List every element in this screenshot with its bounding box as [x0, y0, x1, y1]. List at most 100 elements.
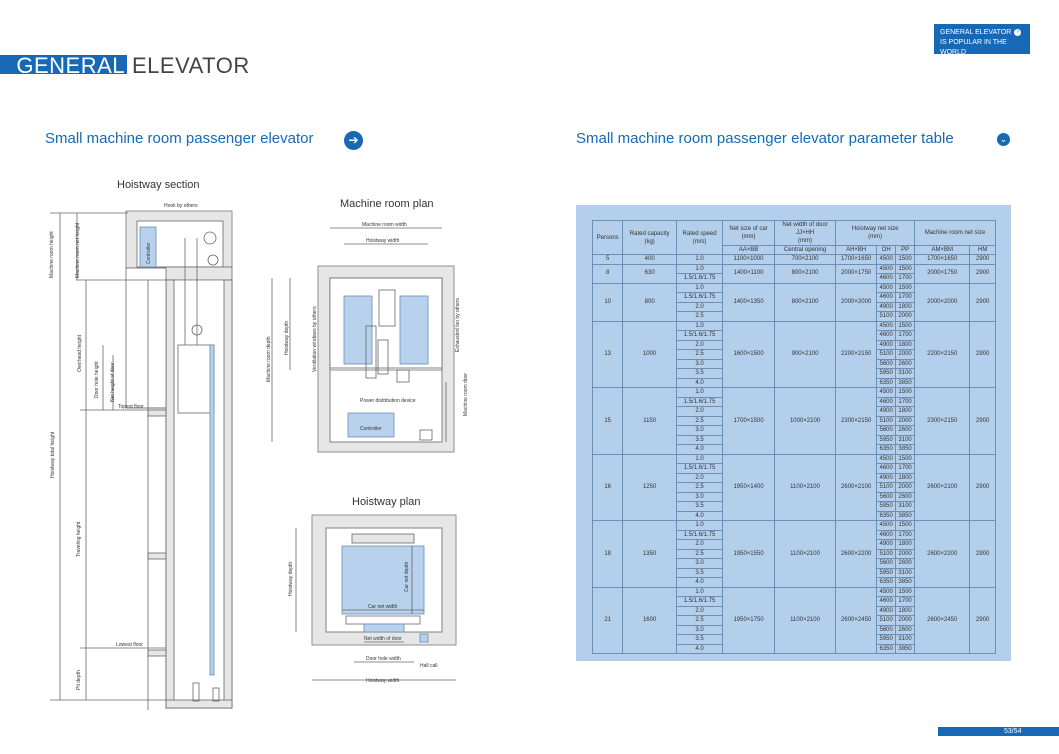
cell-speed: 3.0 [675, 624, 724, 635]
cell-speed: 3.5 [675, 501, 724, 512]
cell-pp: 1500 [895, 282, 916, 293]
cell-oh: 4600 [876, 596, 897, 607]
cell-machine-room-size: 2200×2150 [914, 320, 971, 388]
cell-car-size: 1950×1550 [722, 520, 775, 588]
cell-oh: 5950 [876, 634, 897, 645]
cell-oh: 4600 [876, 463, 897, 474]
label-lowest-floor: Lowest floor [116, 642, 143, 648]
cell-pp: 3100 [895, 501, 916, 512]
col-pp: PP [895, 245, 916, 255]
cell-oh: 5100 [876, 311, 897, 322]
cell-oh: 4500 [876, 254, 897, 265]
cell-speed: 4.0 [675, 377, 724, 388]
cell-hm: 2900 [969, 586, 996, 654]
col-rated-speed: Rated speed(m/s) [675, 220, 724, 255]
cell-pp: 3850 [895, 377, 916, 388]
page-title: ELEVATOR [132, 53, 250, 78]
left-section-heading: Small machine room passenger elevator [45, 130, 314, 147]
cell-pp: 3100 [895, 368, 916, 379]
arrow-right-icon: › [1014, 28, 1022, 36]
cell-pp: 2000 [895, 349, 916, 360]
cell-speed: 2.5 [675, 349, 724, 360]
cell-oh: 4600 [876, 292, 897, 303]
label-hoistway-depth-mr: Hoistway depth [284, 321, 290, 355]
cell-hoistway-size: 2200×2150 [835, 320, 878, 388]
cell-oh: 4900 [876, 339, 897, 350]
cell-oh: 4600 [876, 529, 897, 540]
col-ahxbh: AH×BH [835, 245, 878, 255]
col-machine-room-net: Machine room net size [914, 220, 996, 246]
cell-hoistway-size: 2600×2450 [835, 586, 878, 654]
cell-oh: 5950 [876, 567, 897, 578]
cell-pp: 3850 [895, 577, 916, 588]
cell-oh: 5100 [876, 548, 897, 559]
label-traveling-height: Traveling height [76, 521, 82, 557]
cell-capacity: 1150 [622, 387, 677, 455]
cell-speed: 4.0 [675, 643, 724, 654]
cell-hm: 2900 [969, 254, 996, 265]
cell-capacity: 400 [622, 254, 677, 265]
col-net-size-car: Net size of car(mm) [722, 220, 775, 246]
cell-pp: 3100 [895, 567, 916, 578]
cell-oh: 5950 [876, 368, 897, 379]
cell-speed: 4.0 [675, 444, 724, 455]
cell-pp: 1700 [895, 330, 916, 341]
cell-oh: 4900 [876, 301, 897, 312]
cell-oh: 4500 [876, 387, 897, 398]
page-number-bar [938, 727, 1059, 736]
cell-pp: 3850 [895, 510, 916, 521]
cell-machine-room-size: 2000×2000 [914, 282, 971, 322]
cell-pp: 1500 [895, 586, 916, 597]
cell-pp: 2600 [895, 491, 916, 502]
cell-speed: 1.0 [675, 320, 724, 331]
cell-speed: 1.0 [675, 520, 724, 531]
cell-oh: 6350 [876, 510, 897, 521]
cell-oh: 4500 [876, 453, 897, 464]
cell-car-size: 1600×1500 [722, 320, 775, 388]
cell-speed: 2.0 [675, 472, 724, 483]
label-machine-room-depth: Machine room depth [266, 336, 272, 382]
cell-hm: 2900 [969, 320, 996, 388]
col-rated-capacity: Rated capacity(kg) [622, 220, 677, 255]
page-number: 53/54 [1004, 728, 1022, 735]
cell-pp: 1700 [895, 529, 916, 540]
label-hoistway-width-plan: Hoistway width [366, 678, 400, 684]
label-hoistway-width-top: Hoistway width [366, 238, 400, 244]
cell-door-size: 700×2100 [773, 254, 837, 265]
cell-speed: 2.5 [675, 615, 724, 626]
cell-door-size: 800×2100 [773, 263, 837, 284]
cell-pp: 1800 [895, 605, 916, 616]
cell-hoistway-size: 2000×2000 [835, 282, 878, 322]
title-highlight: GENERAL [16, 53, 125, 78]
label-car-net-depth: Car net depth [404, 561, 410, 592]
cell-pp: 2000 [895, 615, 916, 626]
cell-speed: 3.5 [675, 368, 724, 379]
cell-speed: 1.0 [675, 254, 724, 265]
cell-hm: 2900 [969, 520, 996, 588]
cell-car-size: 1950×1750 [722, 586, 775, 654]
cell-hm: 2900 [969, 282, 996, 322]
cell-pp: 1800 [895, 339, 916, 350]
cell-oh: 6350 [876, 444, 897, 455]
cell-persons: 13 [591, 320, 624, 388]
cell-oh: 5950 [876, 434, 897, 445]
cell-pp: 1500 [895, 320, 916, 331]
col-central-opening: Central opening [773, 245, 837, 255]
cell-machine-room-size: 2600×2450 [914, 586, 971, 654]
cell-pp: 1700 [895, 396, 916, 407]
cell-speed: 2.0 [675, 605, 724, 616]
label-pit-depth: Pit depth [76, 670, 82, 690]
cell-oh: 4500 [876, 282, 897, 293]
cell-speed: 3.0 [675, 358, 724, 369]
cell-pp: 1500 [895, 254, 916, 265]
cell-speed: 1.0 [675, 453, 724, 464]
cell-oh: 4500 [876, 586, 897, 597]
cell-pp: 2000 [895, 548, 916, 559]
